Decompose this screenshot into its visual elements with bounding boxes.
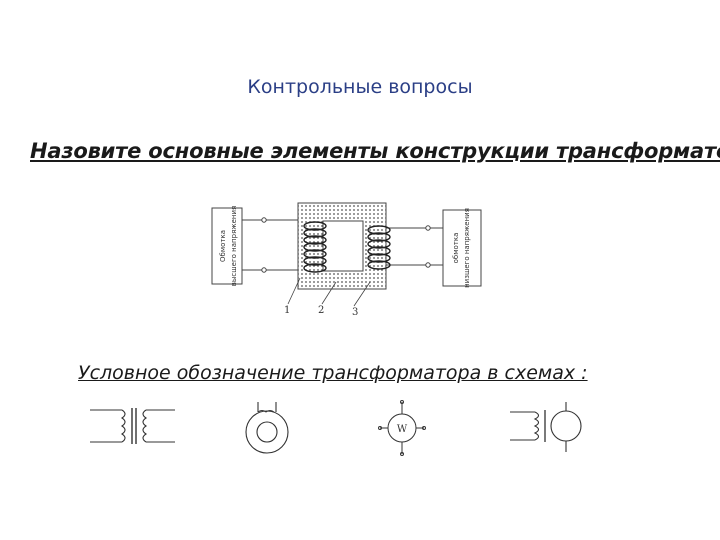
lv-winding-box: обмотка низшего напряжения (442, 208, 482, 288)
lv-label-line1: обмотка (452, 233, 460, 264)
hv-label-line2: высшего напряжения (230, 206, 238, 286)
transformer-symbol-toroid (245, 402, 289, 454)
secondary-coil (367, 225, 391, 270)
transformer-symbol-coil-circle (510, 402, 582, 452)
label-2: 2 (318, 305, 324, 316)
wattmeter-symbol (378, 400, 426, 456)
question-text: Назовите основные элементы конструкции т… (30, 139, 720, 163)
lv-label-line2: низшего напряжения (463, 208, 471, 288)
label-1: 1 (284, 305, 290, 316)
hv-winding-box: Обмотка высшего напряжения (211, 206, 243, 286)
symbols-heading: Условное обозначение трансформатора в сх… (78, 362, 588, 384)
slide-title: Контрольные вопросы (247, 76, 473, 98)
hv-label-line1: Обмотка (219, 230, 227, 262)
callouts (287, 277, 371, 307)
wires (242, 217, 443, 273)
primary-coil (303, 221, 327, 273)
wattmeter-letter: W (397, 424, 408, 435)
magnetic-core (297, 202, 387, 290)
label-3: 3 (352, 307, 358, 318)
transformer-symbol-coils (90, 408, 175, 444)
